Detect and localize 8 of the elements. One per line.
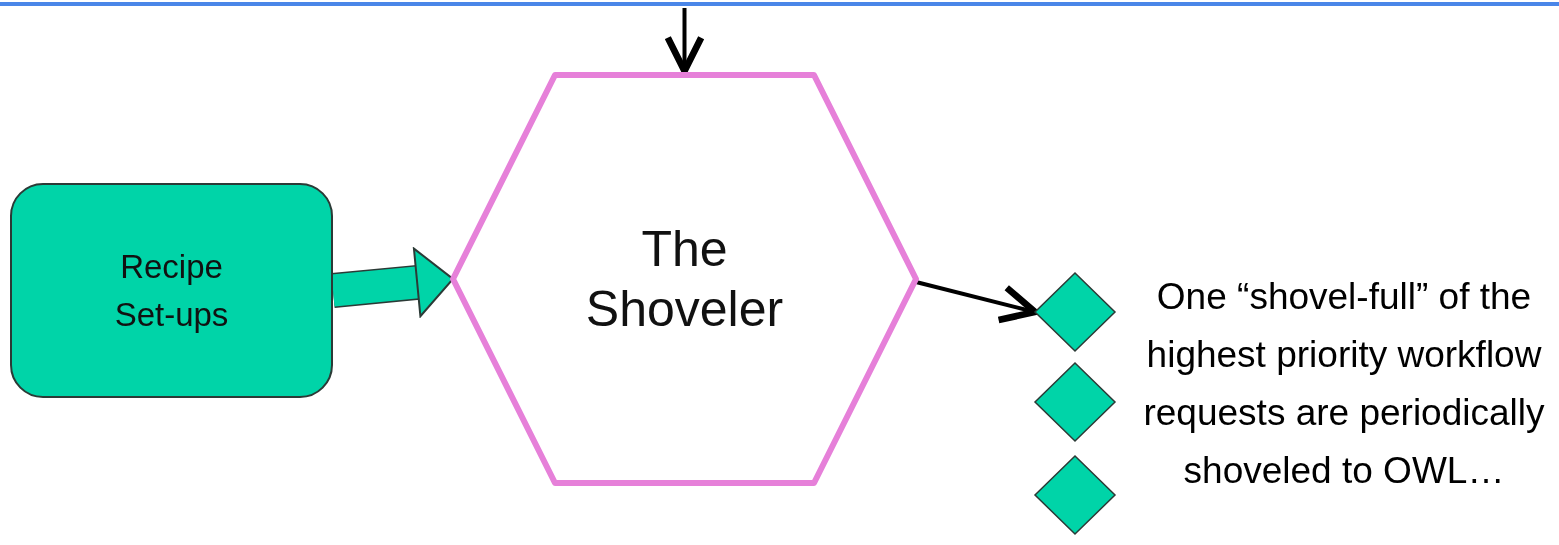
diamond-shape (1034, 455, 1116, 535)
node-label: Recipe Set-ups (113, 246, 230, 335)
process-hexagon (450, 72, 919, 486)
note-text: One “shovel-full” of the highest priority workflow requests are periodically shoveled to OWL… (1142, 275, 1546, 493)
diamond-shape (1034, 362, 1116, 442)
diamond-shape (1034, 272, 1116, 352)
process-box (10, 183, 333, 398)
node-label: The Shoveler (584, 220, 785, 339)
